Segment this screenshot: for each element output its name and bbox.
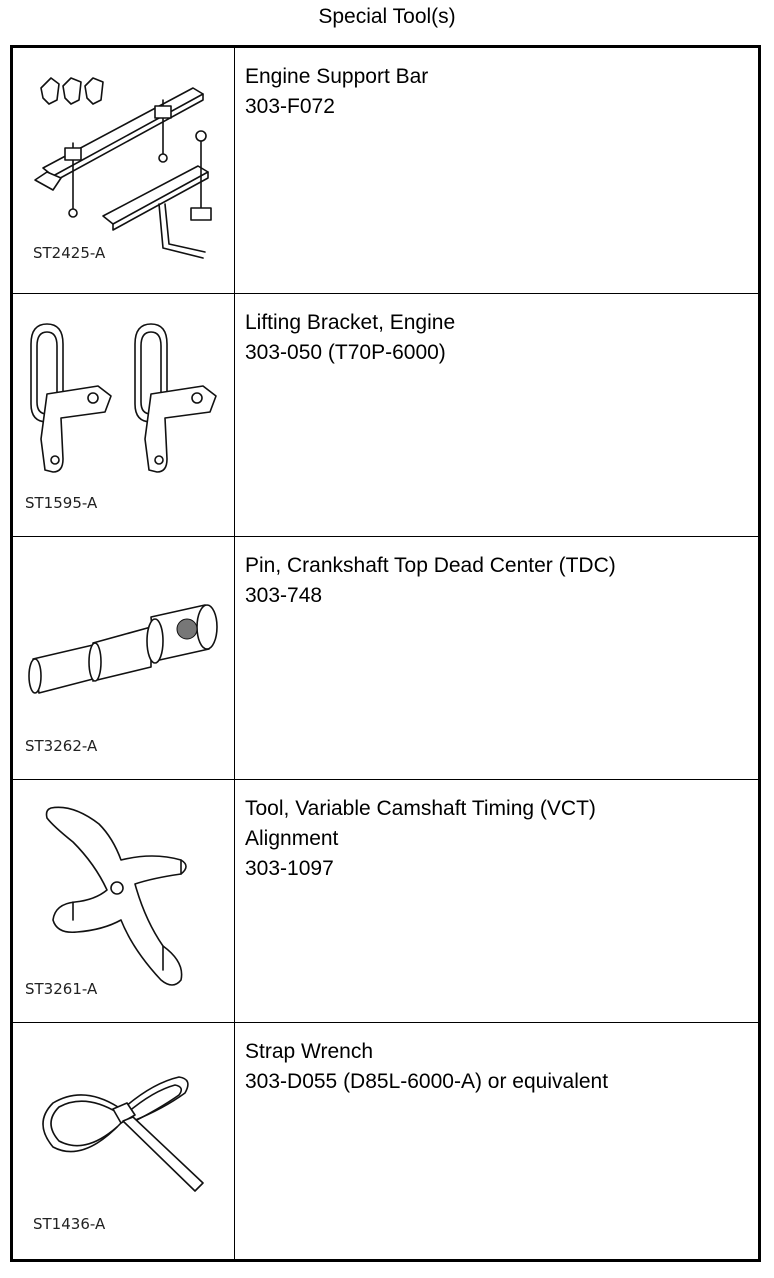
tool-row: ST3262-A Pin, Crankshaft Top Dead Center… [13,537,758,780]
tool-description: Pin, Crankshaft Top Dead Center (TDC) 30… [245,551,750,611]
tool-image-cell: ST1595-A [13,294,235,536]
tool-row: ST2425-A Engine Support Bar 303-F072 [13,48,758,294]
tool-image-code: ST2425-A [33,244,106,262]
tool-description: Engine Support Bar 303-F072 [245,62,750,122]
tool-number: 303-050 (T70P-6000) [245,341,446,364]
tool-row: ST3261-A Tool, Variable Camshaft Timing … [13,780,758,1023]
tool-image-cell: ST3261-A [13,780,235,1022]
tool-image-code: ST3262-A [25,737,98,755]
special-tools-table: ST2425-A Engine Support Bar 303-F072 [10,45,761,1262]
page-title: Special Tool(s) [318,5,456,28]
tool-number: 303-F072 [245,95,335,118]
strap-wrench-illustration [42,1076,204,1192]
tdc-pin-illustration [28,604,218,694]
tool-image-cell: ST3262-A [13,537,235,779]
tool-description: Strap Wrench 303-D055 (D85L-6000-A) or e… [245,1037,750,1097]
tool-number: 303-748 [245,584,323,607]
lifting-bracket-illustration [30,323,217,473]
tool-row: ST1595-A Lifting Bracket, Engine 303-050… [13,294,758,537]
engine-support-bar-illustration [34,77,212,259]
tool-image-cell: ST1436-A [13,1023,235,1259]
tool-name: Lifting Bracket, Engine [245,311,456,334]
tool-description: Tool, Variable Camshaft Timing (VCT) Ali… [245,794,750,884]
tool-number: 303-1097 [245,857,334,880]
tool-row: ST1436-A Strap Wrench 303-D055 (D85L-600… [13,1023,758,1259]
tool-name: Strap Wrench [245,1040,373,1063]
tool-name: Pin, Crankshaft Top Dead Center (TDC) [245,554,616,577]
tool-image-cell: ST2425-A [13,48,235,293]
vct-alignment-tool-illustration [45,806,187,986]
tool-name-continued: Alignment [245,827,339,850]
tool-image-code: ST1436-A [33,1215,106,1233]
tool-image-code: ST3261-A [25,980,98,998]
tool-description: Lifting Bracket, Engine 303-050 (T70P-60… [245,308,750,368]
tool-name: Engine Support Bar [245,65,429,88]
tool-number: 303-D055 (D85L-6000-A) or equivalent [245,1070,609,1093]
tool-name: Tool, Variable Camshaft Timing (VCT) [245,797,596,820]
tool-image-code: ST1595-A [25,494,98,512]
